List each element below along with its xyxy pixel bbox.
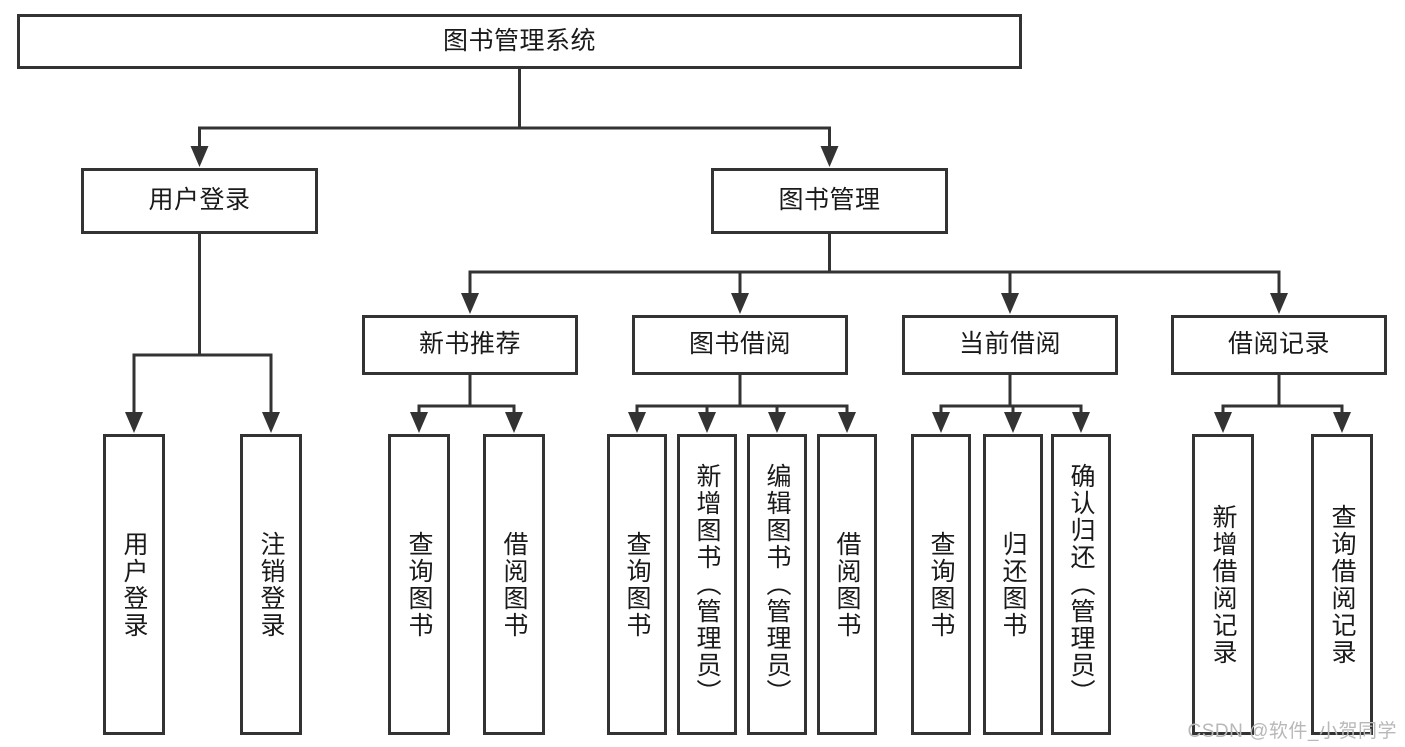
edge-arrowhead: [731, 293, 749, 314]
node-l2-1: 图书管理: [711, 168, 948, 234]
edge-arrowhead: [262, 412, 280, 433]
node-leaf-cur-0: 查询图书: [911, 434, 971, 735]
edge-line: [132, 234, 201, 420]
edge-line: [198, 234, 273, 420]
node-root: 图书管理系统: [17, 14, 1022, 69]
edge-arrowhead: [820, 146, 839, 167]
node-label: 用户登录: [148, 186, 251, 215]
node-leaf-cur-2: 确认归还（管理员）: [1051, 434, 1111, 735]
edge-arrowhead: [932, 412, 950, 433]
edge-arrowhead: [628, 412, 646, 433]
edge-arrowhead: [125, 412, 143, 433]
node-label: 图书借阅: [688, 330, 791, 359]
node-leaf-rec-0: 新增借阅记录: [1192, 434, 1254, 735]
edge-line: [635, 375, 742, 420]
edge-arrowhead: [1004, 412, 1022, 433]
edge-arrowhead: [190, 146, 209, 167]
node-label: 归还图书: [999, 530, 1027, 639]
edge-arrowhead: [698, 412, 716, 433]
node-label: 用户登录: [120, 530, 148, 639]
edge-arrowhead: [1333, 412, 1351, 433]
node-l3-3: 借阅记录: [1171, 315, 1387, 375]
node-leaf-login-1: 注销登录: [240, 434, 302, 735]
edge-line: [738, 375, 779, 420]
edge-line: [828, 234, 1012, 301]
node-label: 确认归还（管理员）: [1067, 463, 1095, 706]
node-leaf-borrow-1: 新增图书（管理员）: [677, 434, 737, 735]
node-label: 当前借阅: [958, 330, 1061, 359]
node-l3-2: 当前借阅: [902, 315, 1118, 375]
node-leaf-borrow-3: 借阅图书: [817, 434, 877, 735]
edge-arrowhead: [1072, 412, 1090, 433]
node-l3-0: 新书推荐: [362, 315, 578, 375]
edge-line: [738, 234, 831, 301]
node-label: 借阅图书: [833, 530, 861, 639]
edge-arrowhead: [1214, 412, 1232, 433]
node-leaf-borrow-0: 查询图书: [607, 434, 667, 735]
node-label: 注销登录: [257, 530, 285, 639]
edge-line: [468, 234, 831, 301]
edge-line: [518, 69, 831, 154]
edge-line: [1008, 375, 1083, 420]
edge-line: [468, 375, 516, 420]
node-label: 借阅记录: [1227, 330, 1330, 359]
edge-line: [1008, 375, 1015, 420]
edge-arrowhead: [461, 293, 479, 314]
node-leaf-login-0: 用户登录: [103, 434, 165, 735]
watermark-label: CSDN @软件_小贺同学: [1187, 721, 1397, 742]
node-label: 图书管理系统: [442, 26, 596, 55]
node-label: 新增借阅记录: [1209, 503, 1237, 666]
edge-line: [705, 375, 742, 420]
node-label: 查询图书: [927, 530, 955, 639]
node-label: 图书管理: [778, 186, 881, 215]
edge-arrowhead: [1001, 293, 1019, 314]
node-leaf-rec-1: 查询借阅记录: [1311, 434, 1373, 735]
edge-arrowhead: [505, 412, 523, 433]
node-label: 查询借阅记录: [1328, 503, 1356, 666]
edge-line: [1221, 375, 1281, 420]
node-label: 新增图书（管理员）: [693, 463, 721, 706]
node-label: 借阅图书: [500, 530, 528, 639]
edge-line: [417, 375, 472, 420]
node-label: 新书推荐: [418, 330, 521, 359]
edge-line: [828, 234, 1281, 301]
edge-arrowhead: [768, 412, 786, 433]
node-l3-1: 图书借阅: [632, 315, 848, 375]
node-label: 查询图书: [405, 530, 433, 639]
edge-line: [1277, 375, 1344, 420]
node-l2-0: 用户登录: [81, 168, 318, 234]
node-leaf-new-0: 查询图书: [388, 434, 450, 735]
edge-line: [198, 69, 521, 154]
node-label: 查询图书: [623, 530, 651, 639]
edge-line: [738, 375, 849, 420]
node-leaf-new-1: 借阅图书: [483, 434, 545, 735]
edge-arrowhead: [410, 412, 428, 433]
node-leaf-borrow-2: 编辑图书（管理员）: [747, 434, 807, 735]
edge-arrowhead: [838, 412, 856, 433]
edge-arrowhead: [1270, 293, 1288, 314]
edge-line: [939, 375, 1012, 420]
node-label: 编辑图书（管理员）: [763, 463, 791, 706]
node-leaf-cur-1: 归还图书: [983, 434, 1043, 735]
